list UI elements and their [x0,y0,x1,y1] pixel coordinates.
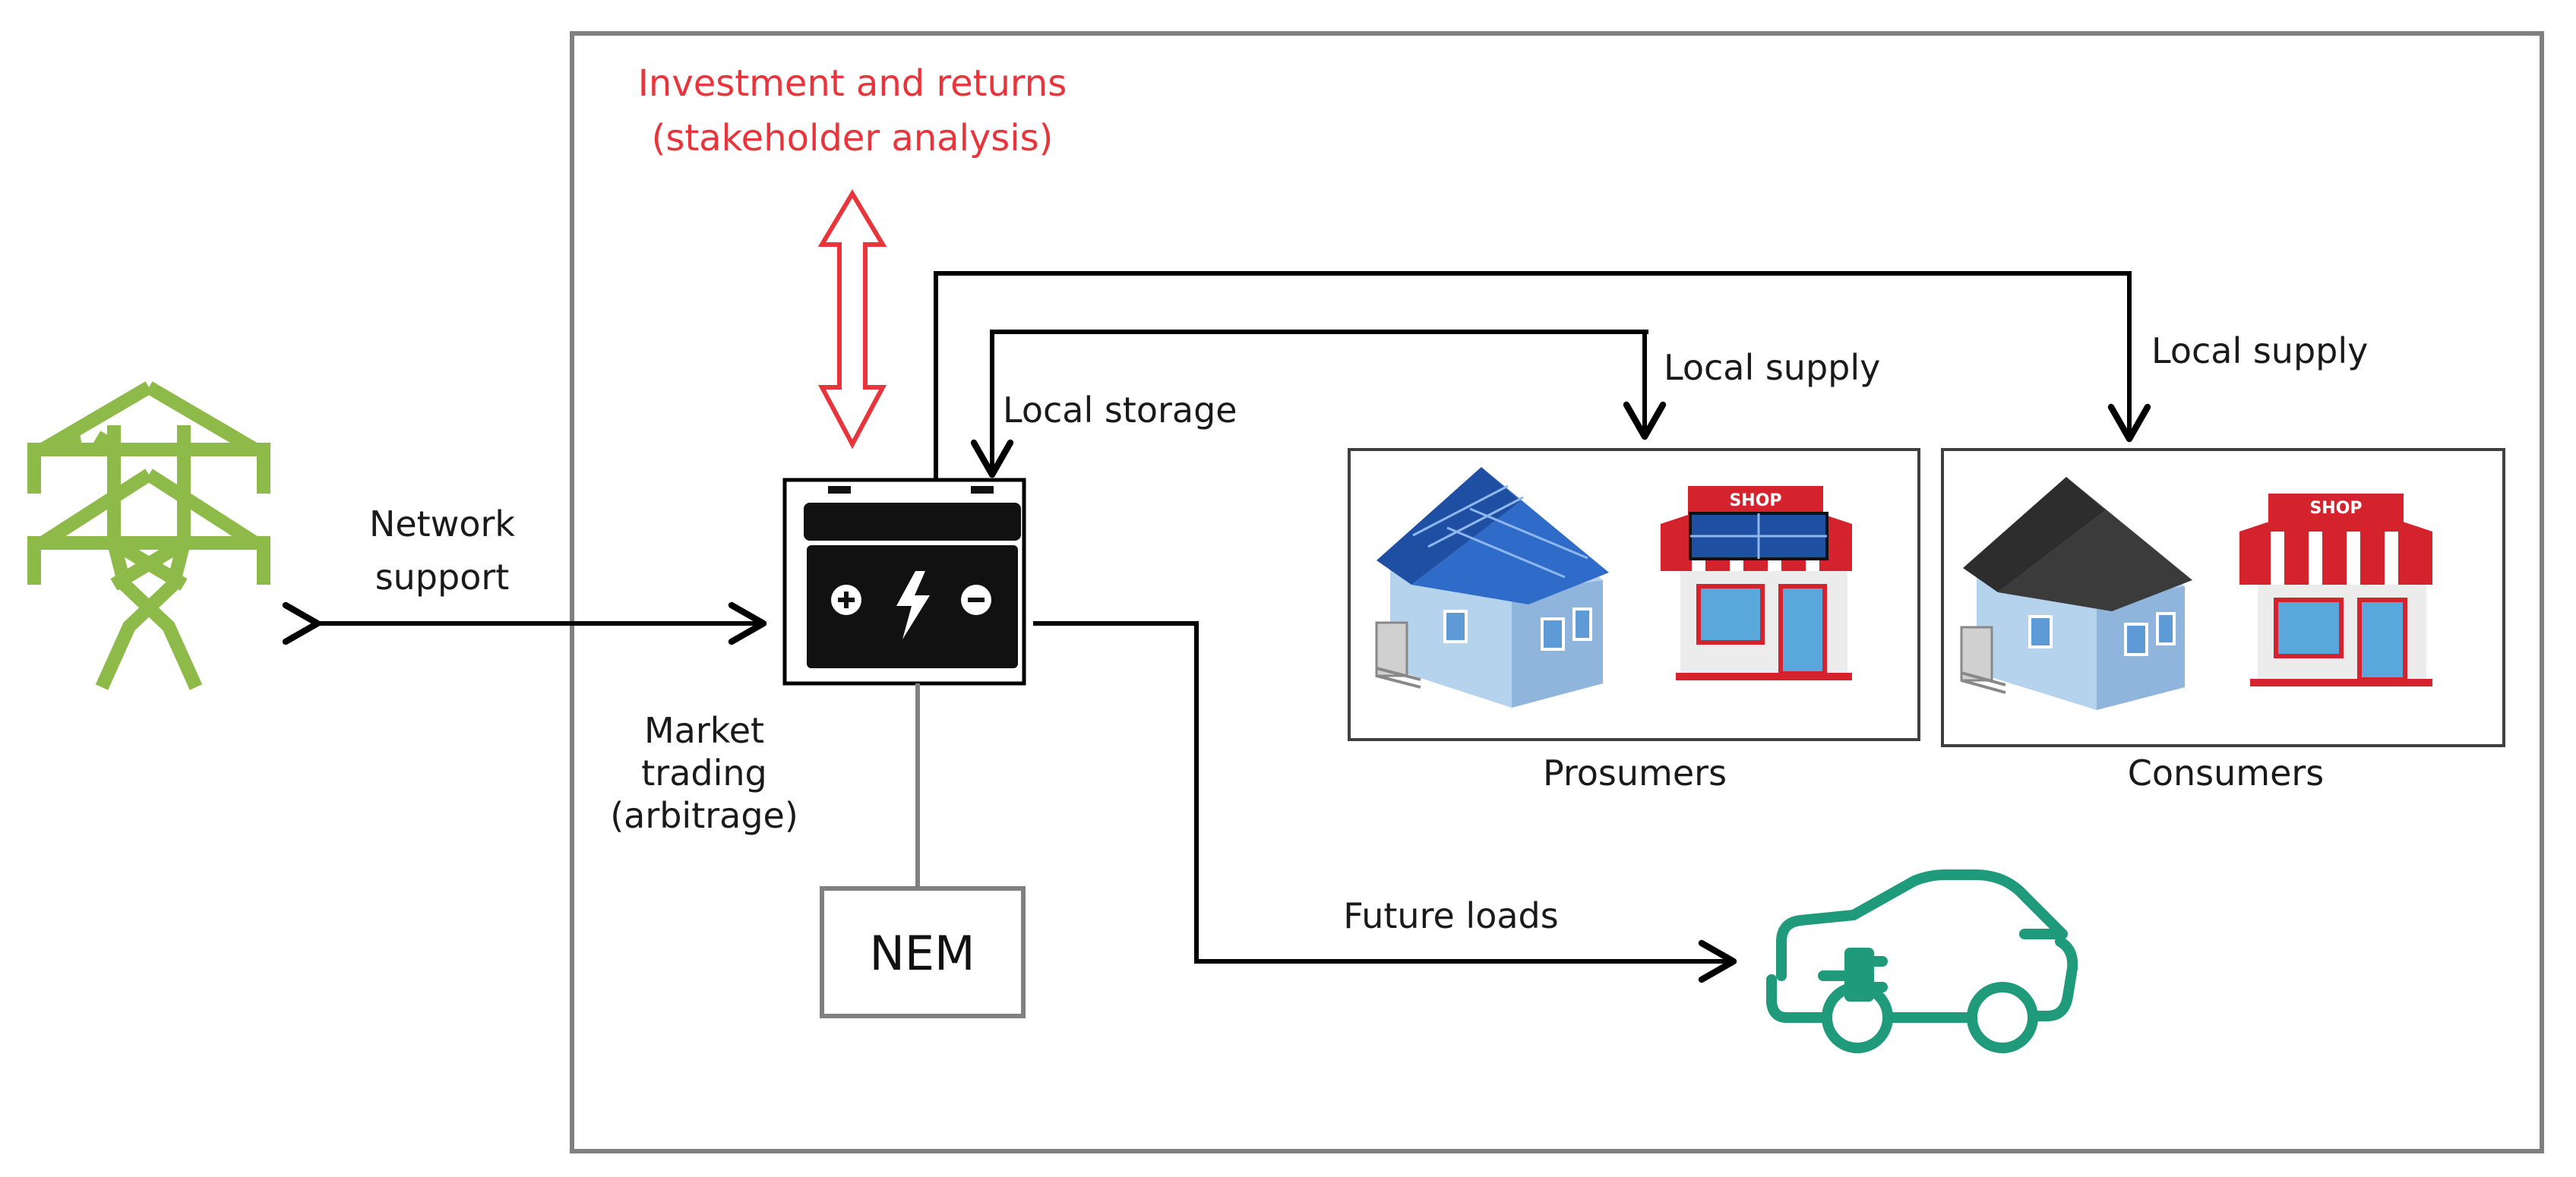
local-supply-consumers-label: Local supply [2151,330,2368,371]
investment-label-line2: (stakeholder analysis) [652,117,1054,159]
house-icon [1960,477,2192,710]
local-supply-consumers-arrow [934,271,2151,480]
local-storage-arrow [970,330,1648,478]
prosumers-label: Prosumers [1543,753,1727,794]
shop-solar-icon: SHOP [1661,486,1852,680]
local-supply-prosumers-label: Local supply [1664,347,1880,388]
transmission-tower-icon [27,381,270,690]
network-support-label-line1: Network [369,503,515,544]
house-solar-icon [1375,467,1609,708]
system-boundary-frame [570,31,2544,1153]
market-trading-label-line1: Market [644,710,764,751]
investment-double-arrow [817,189,887,450]
consumers-label: Consumers [2128,753,2325,794]
investment-label-line1: Investment and returns [638,62,1067,105]
electric-car-icon [1766,869,2078,1053]
market-trading-label-line3: (arbitrage) [610,795,798,836]
local-storage-label: Local storage [1003,390,1237,431]
nem-label: NEM [869,926,975,981]
battery-icon [804,486,1021,668]
future-loads-label: Future loads [1343,895,1558,936]
nem-box [820,886,1026,1018]
market-trading-label-line2: trading [641,753,766,794]
shop-sign-consumer: SHOP [2309,499,2362,518]
shop-sign-prosumer: SHOP [1729,491,1781,510]
network-support-label-line2: support [375,557,510,598]
shop-icon: SHOP [2239,494,2432,686]
future-loads-arrow [1033,621,1737,983]
